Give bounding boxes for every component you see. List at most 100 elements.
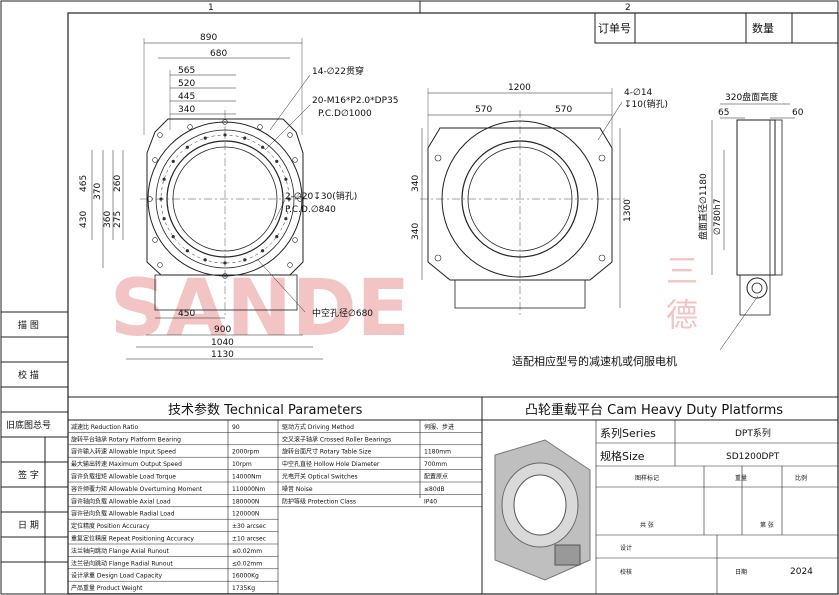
series-label: 系列Series [600, 426, 656, 440]
param-value-left: 180000N [232, 498, 259, 505]
dim-570-left: 570 [475, 105, 492, 115]
order-no-label: 订单号 [598, 22, 631, 35]
side-label-column: 描 图 校 描 旧底图总号 签 字 日 期 [1, 311, 68, 594]
side-dim-60: 60 [792, 108, 804, 118]
front-hole-pattern [147, 119, 303, 279]
through-hole [287, 262, 293, 268]
bolt-hole [261, 249, 265, 253]
bolt-hole [171, 235, 175, 239]
param-value-right: ≤80dB [424, 486, 445, 493]
side-label-old-no: 旧底图总号 [6, 419, 51, 431]
dim-680: 680 [210, 49, 227, 59]
bolt-hole [287, 197, 291, 201]
col-weight-label: 重量 [735, 474, 747, 482]
bolt-hole [162, 217, 166, 221]
param-label-right: 旋转台面尺寸 Rotary Table Size [282, 448, 371, 456]
bolt-hole [284, 217, 288, 221]
param-value-left: 110000Nm [232, 486, 265, 493]
param-value-right: 配置原点 [424, 473, 448, 481]
through-hole [147, 196, 153, 202]
dim-1040: 1040 [211, 338, 234, 348]
through-hole [257, 124, 263, 130]
bolt-hole [284, 177, 288, 181]
param-value-left: 2000rpm [232, 449, 260, 456]
through-hole [187, 124, 193, 130]
bolt-hole [203, 136, 207, 140]
param-label-left: 定位精度 Position Accuracy [71, 522, 150, 530]
through-hole [222, 119, 228, 125]
through-hole [292, 157, 298, 163]
param-value-left: 10rpm [232, 461, 252, 468]
series-value: DPT系列 [735, 427, 771, 439]
through-hole [152, 237, 158, 243]
side-label-date: 日 期 [18, 520, 39, 531]
callout-thread-1: 20-M16*P2.0*DP35 [312, 96, 398, 106]
dim-360: 360 [103, 211, 113, 228]
param-label-left: 法兰轴向跳动 Flange Axial Runout [71, 547, 169, 555]
side-view [711, 103, 795, 316]
dim-1300: 1300 [623, 199, 633, 222]
col-marker-2: 2 [625, 3, 631, 13]
bolt-hole [185, 145, 189, 149]
dim-565: 565 [178, 66, 195, 76]
param-label-right: 中空孔直径 Hollow Hole Diameter [282, 460, 380, 468]
param-label-left: 减速比 Reduction Ratio [71, 423, 139, 431]
param-label-left: 产品重量 Product Weight [71, 584, 143, 592]
through-hole [287, 132, 293, 138]
bolt-hole [185, 249, 189, 253]
dim-445: 445 [178, 92, 195, 102]
dim-1130: 1130 [211, 350, 234, 360]
param-label-left: 最大输出转速 Maximum Output Speed [71, 460, 182, 468]
dim-465: 465 [79, 175, 89, 192]
bolt-hole [275, 159, 279, 163]
dim-340: 340 [178, 105, 195, 115]
spec-value: SD1200DPT [726, 452, 780, 462]
param-value-left: ±10 arcsec [232, 536, 266, 543]
through-hole [297, 196, 303, 202]
dim-340-upper: 340 [411, 175, 421, 192]
tech-params-table [67, 396, 483, 595]
date-label: 日期 [735, 568, 747, 576]
bolt-hole [203, 258, 207, 262]
dim-340-lower: 340 [411, 223, 421, 240]
bolt-hole [223, 133, 227, 137]
watermark-text: SANDE [110, 264, 410, 354]
dim-370: 370 [93, 183, 103, 200]
param-label-left: 法兰径向跳动 Flange Radial Runout [71, 559, 173, 567]
side-dim-65: 65 [718, 108, 729, 118]
top-view [420, 88, 625, 315]
bolt-hole [243, 136, 247, 140]
dim-520: 520 [178, 79, 195, 89]
param-label-left: 容许负载扭矩 Allowable Load Torque [71, 473, 176, 481]
dim-275: 275 [113, 211, 123, 228]
order-box: 订单号 数量 [594, 12, 839, 44]
param-label-left: 容许轴向负载 Allowable Axial Load [71, 497, 171, 505]
col-scale-label: 比例 [795, 474, 807, 482]
param-value-left: 1735Kg [232, 585, 255, 592]
param-value-left: 120000N [232, 511, 259, 518]
bolt-hole [275, 235, 279, 239]
bolt-hole [243, 258, 247, 262]
dim-570-right: 570 [555, 105, 572, 115]
col-mark-label: 图样标记 [635, 474, 659, 482]
param-label-right: 交叉滚子轴承 Crossed Roller Bearings [282, 435, 391, 443]
param-label-left: 设计承重 Design Load Capacity [71, 572, 163, 580]
watermark-cn-2: 德 [666, 296, 698, 334]
param-value-right: 700mm [424, 461, 447, 468]
dim-890: 890 [200, 33, 217, 43]
product-image [494, 439, 591, 581]
quantity-label: 数量 [752, 22, 774, 35]
param-value-right: IP40 [424, 498, 437, 505]
bolt-hole [162, 177, 166, 181]
dim-430: 430 [79, 211, 89, 228]
design-label: 设计 [620, 544, 632, 552]
param-value-left: 16000Kg [232, 573, 259, 580]
top-callout-2: ↧10(销孔) [624, 98, 668, 110]
bolt-hole [171, 159, 175, 163]
motor-note: 适配相应型号的减速机或伺服电机 [512, 354, 677, 368]
through-hole [157, 262, 163, 268]
param-label-left: 容许倾覆力矩 Allowable Overturning Moment [71, 485, 203, 493]
callout-pin-1: 2-∅20↧30(销孔) [285, 190, 357, 202]
bolt-hole [223, 261, 227, 265]
param-value-right: 1180mm [424, 449, 451, 456]
